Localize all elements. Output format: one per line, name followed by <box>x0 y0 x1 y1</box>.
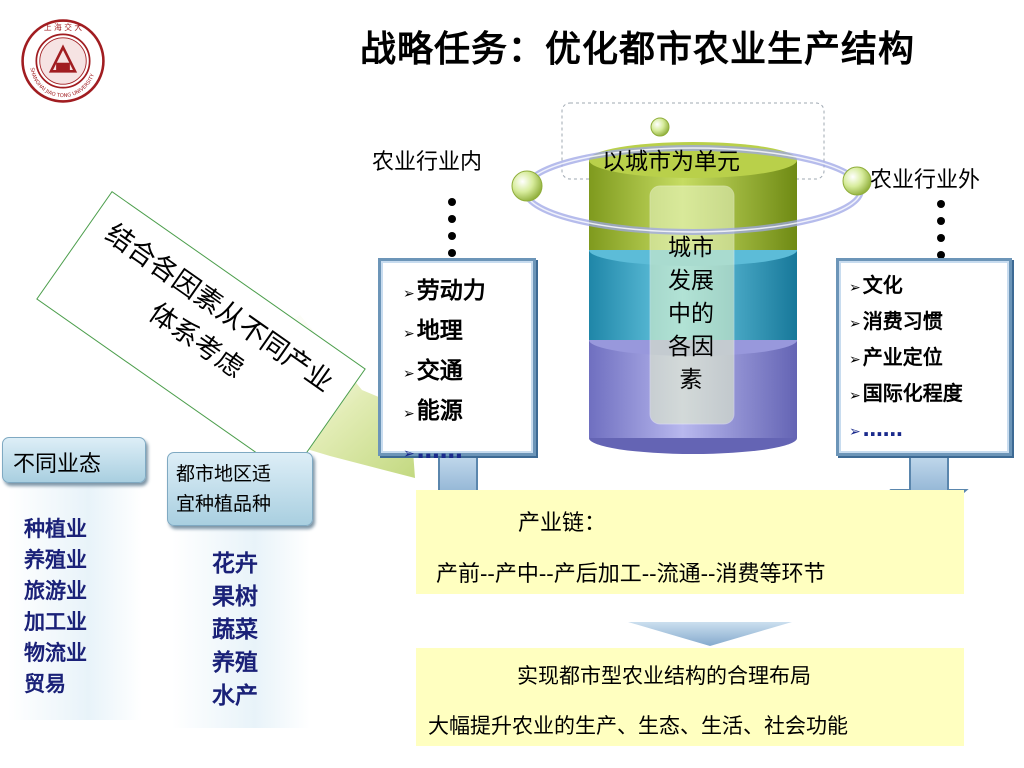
center-text-line: 中的 <box>668 301 714 327</box>
industry-chain-text: 产前--产中--产后加工--流通--消费等环节 <box>436 562 826 587</box>
industry-chain-box <box>416 490 964 594</box>
page-title: 战略任务：优化都市农业生产结构 <box>360 29 916 70</box>
varieties-list: 花卉 果树 蔬菜 养殖 水产 <box>212 548 258 713</box>
arrow-bullet-icon: ➢ <box>403 406 415 422</box>
orbit-ball-left <box>511 170 543 202</box>
forms-panel-body <box>8 484 142 720</box>
arrow-bullet-icon: ➢ <box>849 316 861 332</box>
arrow-bullet-icon: ➢ <box>849 352 861 368</box>
factor-item: ➢产业定位 <box>849 345 943 369</box>
outside-factors-box: ➢文化 ➢消费习惯 ➢产业定位 ➢国际化程度 ➢…… <box>836 258 1012 456</box>
factor-item: ➢交通 <box>403 358 463 384</box>
list-item: 养殖 <box>212 650 258 676</box>
industry-chain-title: 产业链： <box>518 511 607 536</box>
factor-item: ➢能源 <box>403 398 463 424</box>
factor-item: ➢消费习惯 <box>849 309 943 333</box>
varieties-panel-header: 都市地区适 宜种植品种 <box>167 452 313 526</box>
center-text-line: 各因 <box>668 334 714 360</box>
list-item: 水产 <box>212 683 258 709</box>
university-seal-icon: 上 海 交 大 SHANGHAI JIAO TONG UNIVERSITY <box>21 19 105 103</box>
factor-item: ➢国际化程度 <box>849 381 963 405</box>
result-line-1: 实现都市型农业结构的合理布局 <box>517 664 811 688</box>
cylinder-center-text: 城市 发展 中的 各因 素 <box>652 232 730 397</box>
forms-list: 种植业 养殖业 旅游业 加工业 物流业 贸易 <box>24 514 87 700</box>
factor-item: ➢地理 <box>403 318 463 344</box>
label-city-unit: 以城市为单元 <box>602 149 740 175</box>
center-text-line: 素 <box>679 367 703 393</box>
list-item: 加工业 <box>24 610 87 634</box>
list-item: 花卉 <box>212 551 258 577</box>
list-item: 旅游业 <box>24 579 87 603</box>
chevron-down-icon <box>628 622 792 646</box>
svg-text:上 海 交 大: 上 海 交 大 <box>44 22 83 32</box>
arrow-bullet-icon: ➢ <box>403 366 415 382</box>
factor-item: ➢…… <box>849 417 903 441</box>
varieties-panel-body <box>172 528 310 728</box>
arrow-bullet-icon: ➢ <box>849 280 861 296</box>
city-cylinder <box>589 142 797 454</box>
arrow-bullet-icon: ➢ <box>403 286 415 302</box>
result-line-2: 大幅提升农业的生产、生态、生活、社会功能 <box>428 714 848 738</box>
cylinder-frame <box>561 102 825 180</box>
factor-item: ➢劳动力 <box>403 278 486 304</box>
arrow-bullet-icon: ➢ <box>849 424 861 440</box>
center-text-line: 城市 <box>668 235 714 261</box>
label-outside-industry: 农业行业外 <box>870 168 981 193</box>
forms-panel-header: 不同业态 <box>2 437 146 483</box>
list-item: 物流业 <box>24 641 87 665</box>
inside-factors-box: ➢劳动力 ➢地理 ➢交通 ➢能源 ➢…… <box>378 258 536 464</box>
center-text-line: 发展 <box>668 268 714 294</box>
dots-indicator-left <box>448 198 458 266</box>
varieties-header-line: 宜种植品种 <box>176 493 272 515</box>
dots-indicator-right <box>937 200 947 268</box>
list-item: 蔬菜 <box>212 617 258 643</box>
arrow-bullet-icon: ➢ <box>403 326 415 342</box>
list-item: 种植业 <box>24 517 87 541</box>
factor-item: ➢文化 <box>849 273 903 297</box>
list-item: 果树 <box>212 584 258 610</box>
factor-item: ➢…… <box>403 438 463 464</box>
arrow-bullet-icon: ➢ <box>849 388 861 404</box>
arrow-bullet-icon: ➢ <box>403 446 415 462</box>
orbit-ball-top <box>650 117 670 137</box>
list-item: 贸易 <box>24 672 66 696</box>
label-inside-industry: 农业行业内 <box>372 150 483 175</box>
result-box <box>416 648 964 746</box>
orbit-ball-right <box>842 166 872 196</box>
list-item: 养殖业 <box>24 548 87 572</box>
varieties-header-line: 都市地区适 <box>176 463 272 485</box>
